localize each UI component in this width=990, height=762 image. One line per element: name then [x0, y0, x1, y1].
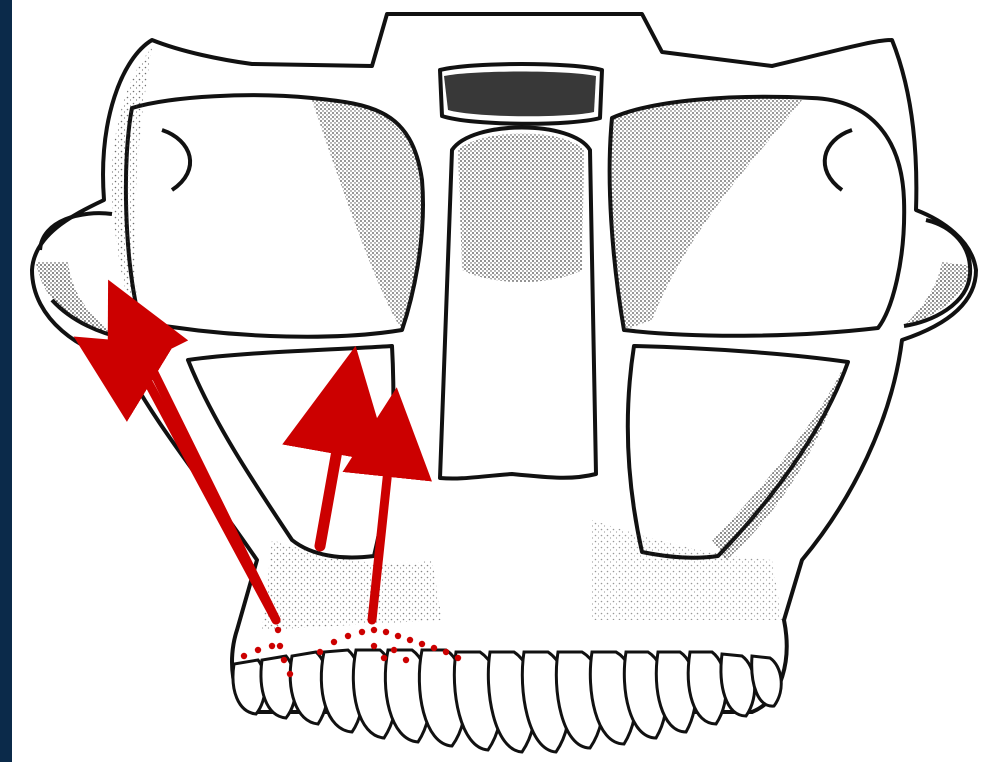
- arrow-3: [320, 400, 346, 546]
- skull-outline: [32, 14, 976, 712]
- arrow-2: [112, 360, 276, 620]
- teeth-row: [233, 650, 781, 752]
- diagram-canvas: [12, 0, 990, 762]
- skull-buttress-diagram: [12, 0, 990, 762]
